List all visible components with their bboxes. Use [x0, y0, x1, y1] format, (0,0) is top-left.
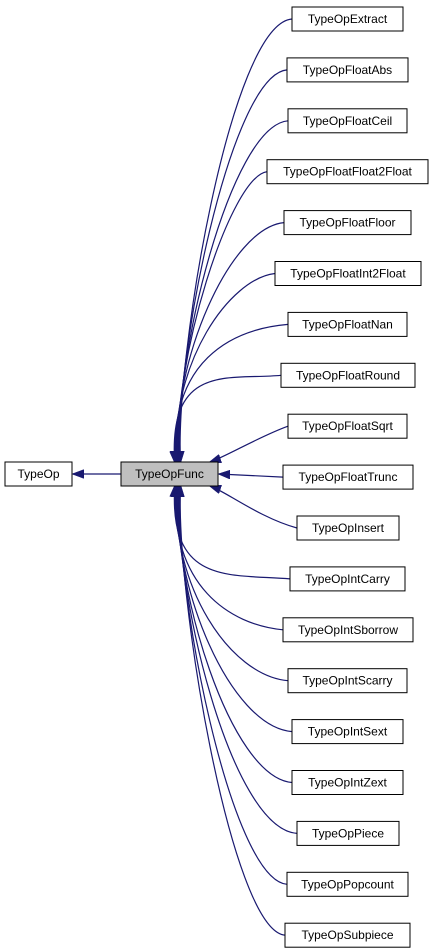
node-typeop[interactable]: TypeOp: [4, 461, 73, 487]
derived-classes: TypeOpExtractTypeOpFloatAbsTypeOpFloatCe…: [266, 6, 429, 948]
node-typeopfloatabs-label: TypeOpFloatAbs: [303, 63, 392, 77]
node-typeopfloatround[interactable]: TypeOpFloatRound: [280, 362, 416, 388]
node-typeopfunc: TypeOpFunc: [120, 461, 219, 487]
node-typeopfloatint2float-label: TypeOpFloatInt2Float: [290, 267, 406, 281]
node-typeopfloattrunc[interactable]: TypeOpFloatTrunc: [282, 464, 414, 490]
edge-typeopintsext: [177, 486, 293, 733]
edge-typeopfloatint2float: [176, 272, 276, 463]
node-typeopfloatnan[interactable]: TypeOpFloatNan: [287, 311, 408, 337]
node-typeopfloatsqrt[interactable]: TypeOpFloatSqrt: [287, 413, 408, 439]
node-typeopintcarry[interactable]: TypeOpIntCarry: [289, 566, 406, 592]
node-typeopinsert-label: TypeOpInsert: [312, 521, 385, 535]
node-typeoppopcount[interactable]: TypeOpPopcount: [286, 871, 409, 897]
edge-typeopfloatround: [174, 374, 282, 462]
edges-layer: [73, 18, 298, 936]
edge-typeopfloattrunc: [219, 474, 284, 477]
node-typeoppopcount-label: TypeOpPopcount: [301, 877, 394, 891]
node-typeopfloatround-label: TypeOpFloatRound: [296, 368, 400, 382]
node-typeopintsborrow[interactable]: TypeOpIntSborrow: [282, 617, 414, 643]
edge-typeopfloatceil: [178, 120, 289, 462]
node-typeoppiece[interactable]: TypeOpPiece: [296, 820, 400, 846]
node-typeopfloattrunc-label: TypeOpFloatTrunc: [299, 470, 398, 484]
node-typeopsubpiece-label: TypeOpSubpiece: [301, 928, 393, 942]
edge-typeopfloatfloat2float: [178, 171, 268, 462]
node-typeopintsext[interactable]: TypeOpIntSext: [291, 719, 404, 745]
edge-typeopfloatnan: [175, 323, 289, 462]
node-typeopintzext[interactable]: TypeOpIntZext: [291, 770, 404, 795]
edge-typeopsubpiece: [180, 486, 286, 936]
edge-typeopextract: [180, 18, 293, 462]
node-typeopfloatfloor[interactable]: TypeOpFloatFloor: [283, 210, 412, 236]
node-typeopintsborrow-label: TypeOpIntSborrow: [298, 623, 398, 637]
node-typeopfloatfloor-label: TypeOpFloatFloor: [299, 216, 395, 230]
node-typeopfloatnan-label: TypeOpFloatNan: [302, 317, 393, 331]
edge-typeopinsert: [210, 486, 298, 529]
node-typeopextract[interactable]: TypeOpExtract: [291, 6, 404, 32]
edge-typeopintscarry: [176, 486, 289, 682]
node-typeopfunc-label: TypeOpFunc: [135, 467, 204, 481]
edge-typeopfloatsqrt: [210, 425, 289, 462]
node-typeopfloatint2float[interactable]: TypeOpFloatInt2Float: [274, 261, 422, 286]
node-typeopfloatceil-label: TypeOpFloatCeil: [303, 114, 392, 128]
node-typeopfloatceil[interactable]: TypeOpFloatCeil: [287, 108, 408, 134]
edge-typeopintcarry: [174, 486, 291, 580]
node-typeopintzext-label: TypeOpIntZext: [308, 776, 387, 790]
node-typeopintcarry-label: TypeOpIntCarry: [305, 572, 390, 586]
node-typeopfloatfloat2float[interactable]: TypeOpFloatFloat2Float: [266, 159, 429, 185]
node-typeopfloatabs[interactable]: TypeOpFloatAbs: [286, 57, 409, 83]
edge-typeopfloatfloor: [177, 222, 285, 462]
edge-typeopfloatabs: [179, 69, 288, 462]
node-typeopintscarry-label: TypeOpIntScarry: [302, 674, 392, 688]
node-typeoppiece-label: TypeOpPiece: [312, 826, 384, 840]
node-typeopintsext-label: TypeOpIntSext: [308, 725, 388, 739]
edge-typeoppiece: [179, 486, 298, 834]
node-typeopinsert[interactable]: TypeOpInsert: [296, 515, 400, 541]
node-typeop-label: TypeOp: [17, 467, 59, 481]
node-typeopfloatsqrt-label: TypeOpFloatSqrt: [302, 419, 393, 433]
node-typeopfloatfloat2float-label: TypeOpFloatFloat2Float: [283, 165, 412, 179]
node-typeopextract-label: TypeOpExtract: [308, 12, 388, 26]
node-typeopintscarry[interactable]: TypeOpIntScarry: [287, 668, 408, 694]
edge-typeoppopcount: [179, 486, 288, 885]
node-typeopsubpiece[interactable]: TypeOpSubpiece: [284, 922, 411, 948]
